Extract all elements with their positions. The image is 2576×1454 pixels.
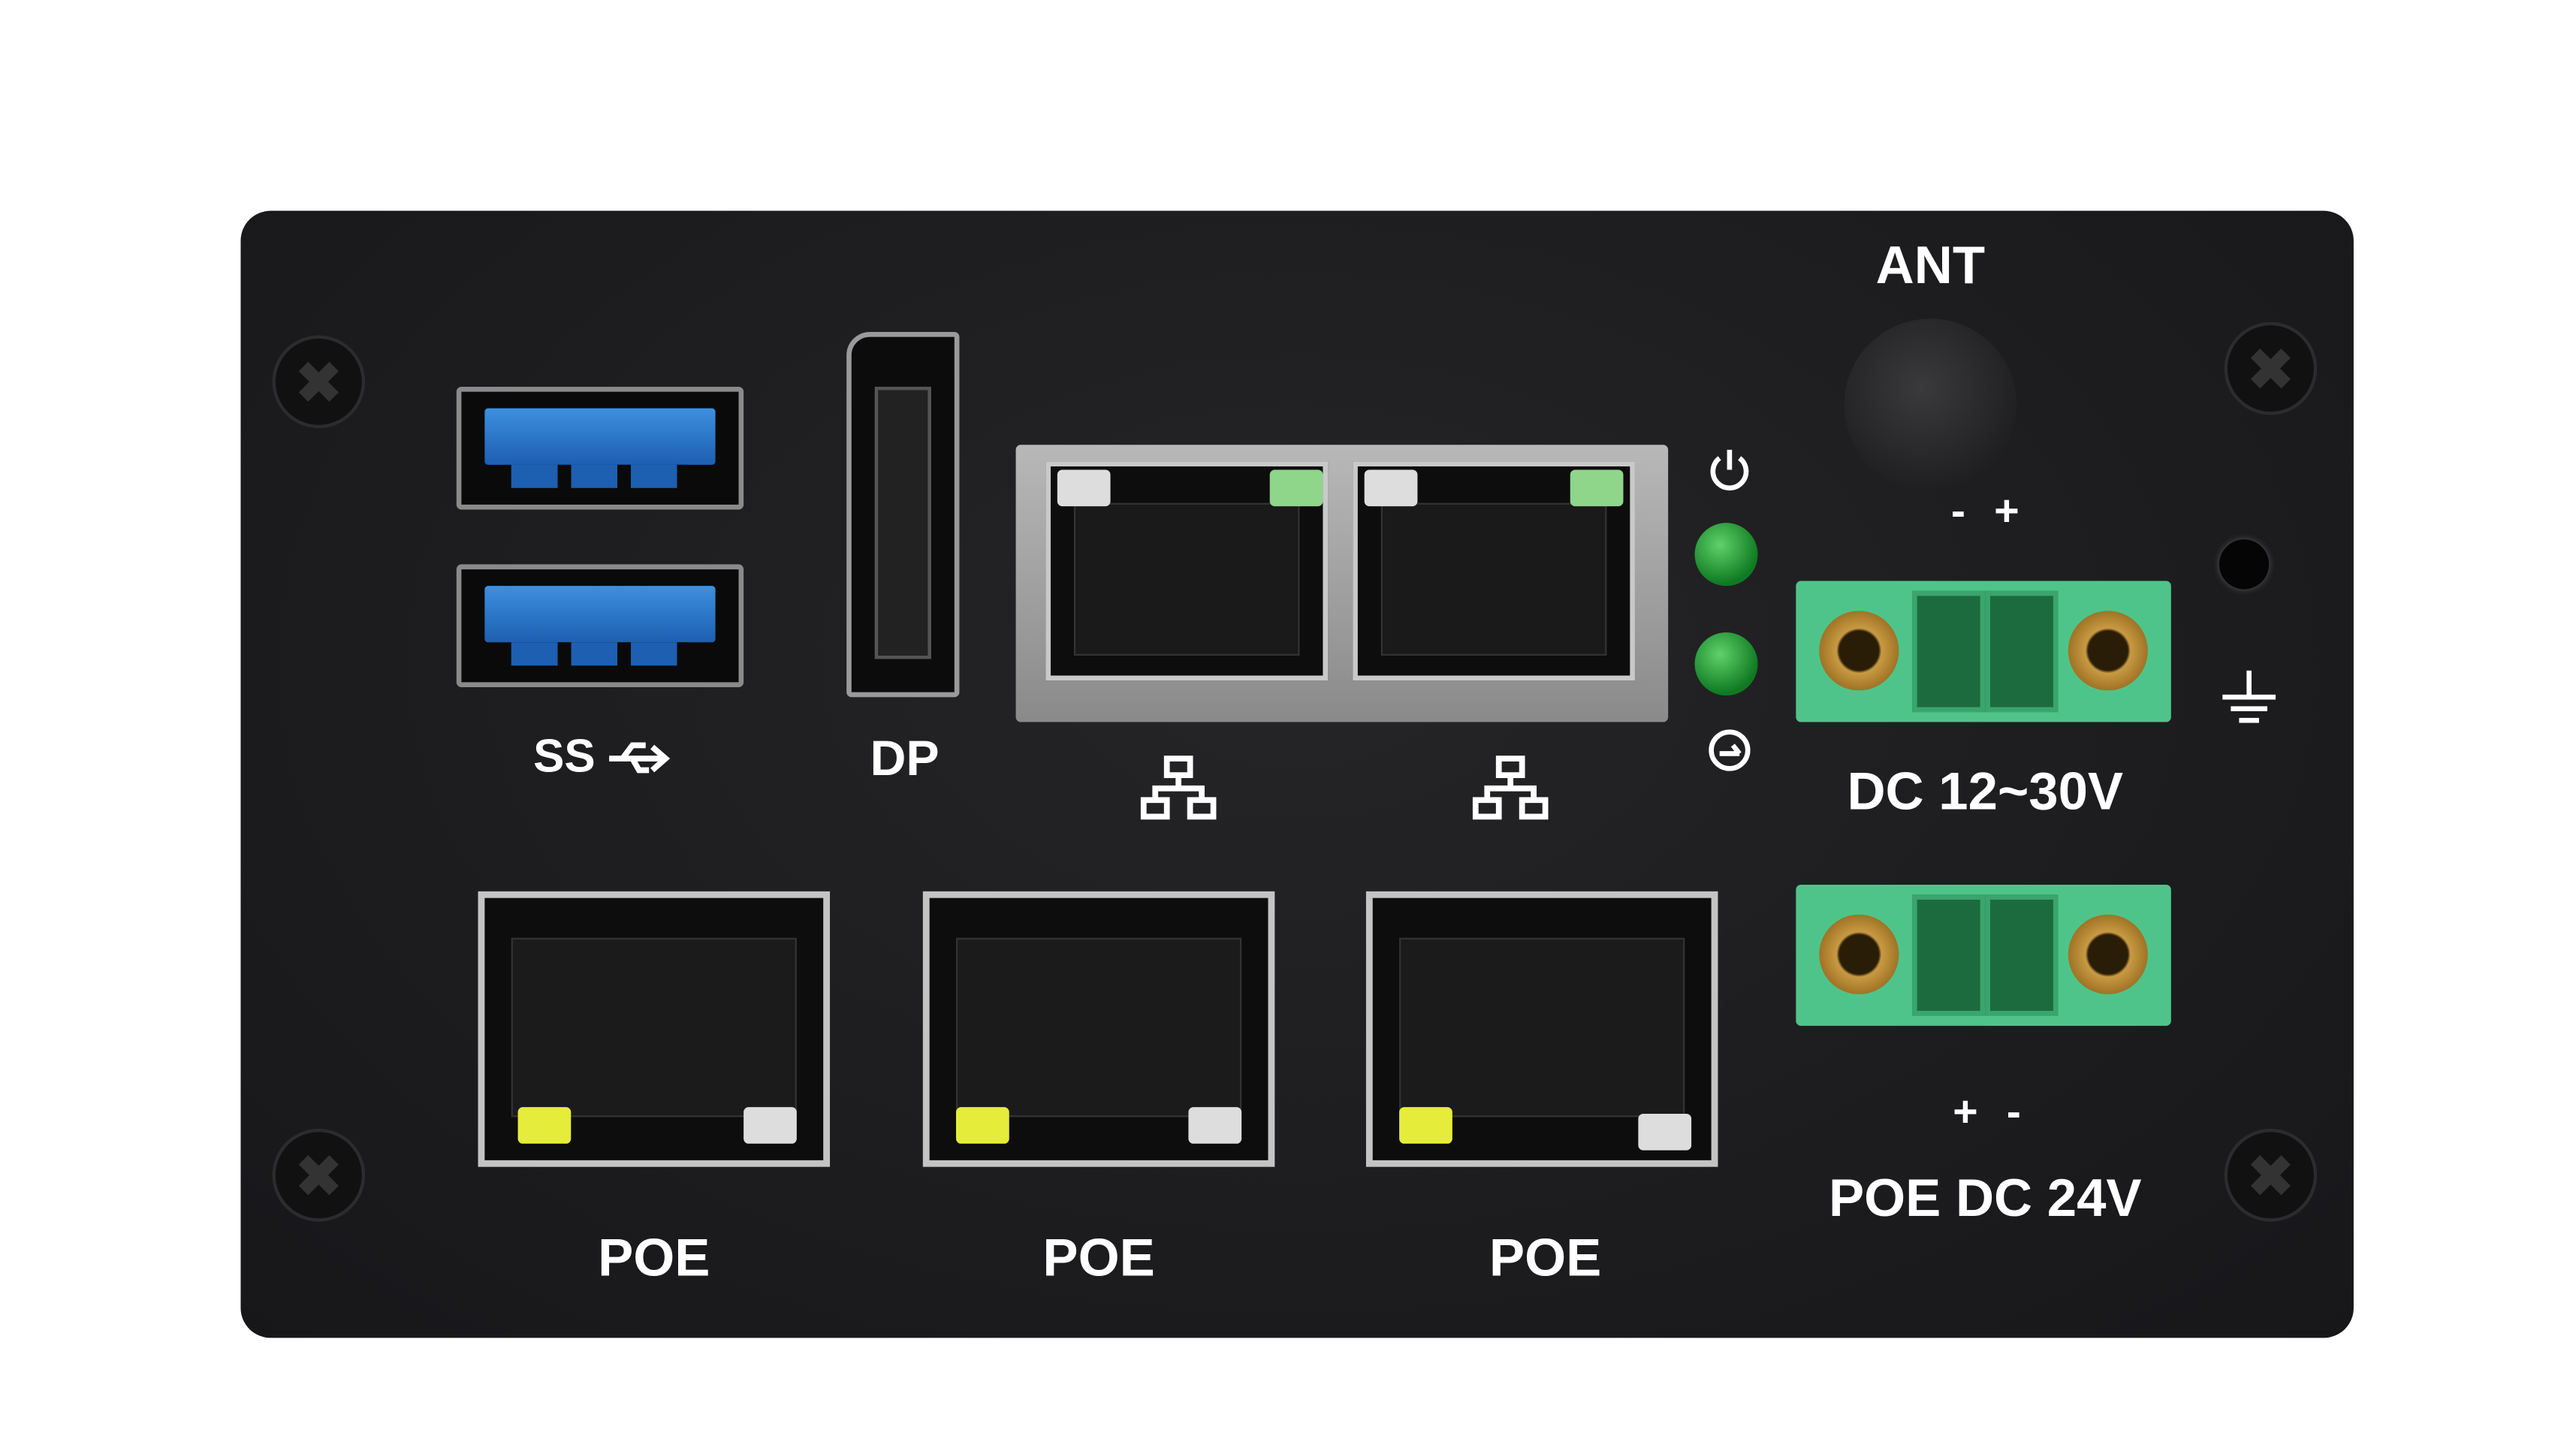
usb-label: SS [533,730,596,782]
poe-polarity-label: + - [1953,1086,2021,1136]
screw-icon [2224,321,2318,415]
dual-lan-jack [1015,445,1669,722]
poe-port-2[interactable] [922,891,1275,1167]
usb-port-2[interactable] [456,564,744,687]
power-icon [1710,449,1749,491]
usb-port-1[interactable] [456,386,744,510]
poe-port-3[interactable] [1365,891,1718,1167]
lan-port-1[interactable] [1045,461,1329,681]
power-led [1694,523,1758,587]
dc-polarity-label: - + [1950,485,2019,535]
antenna-label: ANT [1875,234,1986,295]
lan-port-2[interactable] [1353,461,1635,681]
dc-input-label: DC 12~30V [1847,761,2124,821]
reset-hole[interactable] [2219,539,2270,590]
poe-label: POE [598,1227,710,1287]
network-icon [1140,756,1217,820]
hdd-activity-icon [1709,729,1751,771]
network-icon [1472,756,1549,820]
usb-superspeed-icon [609,742,671,774]
screw-icon [272,1128,366,1222]
poe-label: POE [1489,1227,1602,1287]
dp-label: DP [870,732,940,787]
hdd-led [1694,632,1758,696]
ground-icon [2222,670,2276,723]
poe-terminal-block[interactable] [1796,884,2171,1026]
screw-icon [2224,1128,2318,1222]
displayport[interactable] [846,332,960,698]
poe-port-1[interactable] [478,891,831,1167]
dc-terminal-block[interactable] [1796,581,2171,722]
screw-icon [272,335,366,429]
antenna-connector[interactable] [1844,318,2017,492]
poe-input-label: POE DC 24V [1828,1167,2142,1228]
poe-label: POE [1042,1227,1155,1287]
